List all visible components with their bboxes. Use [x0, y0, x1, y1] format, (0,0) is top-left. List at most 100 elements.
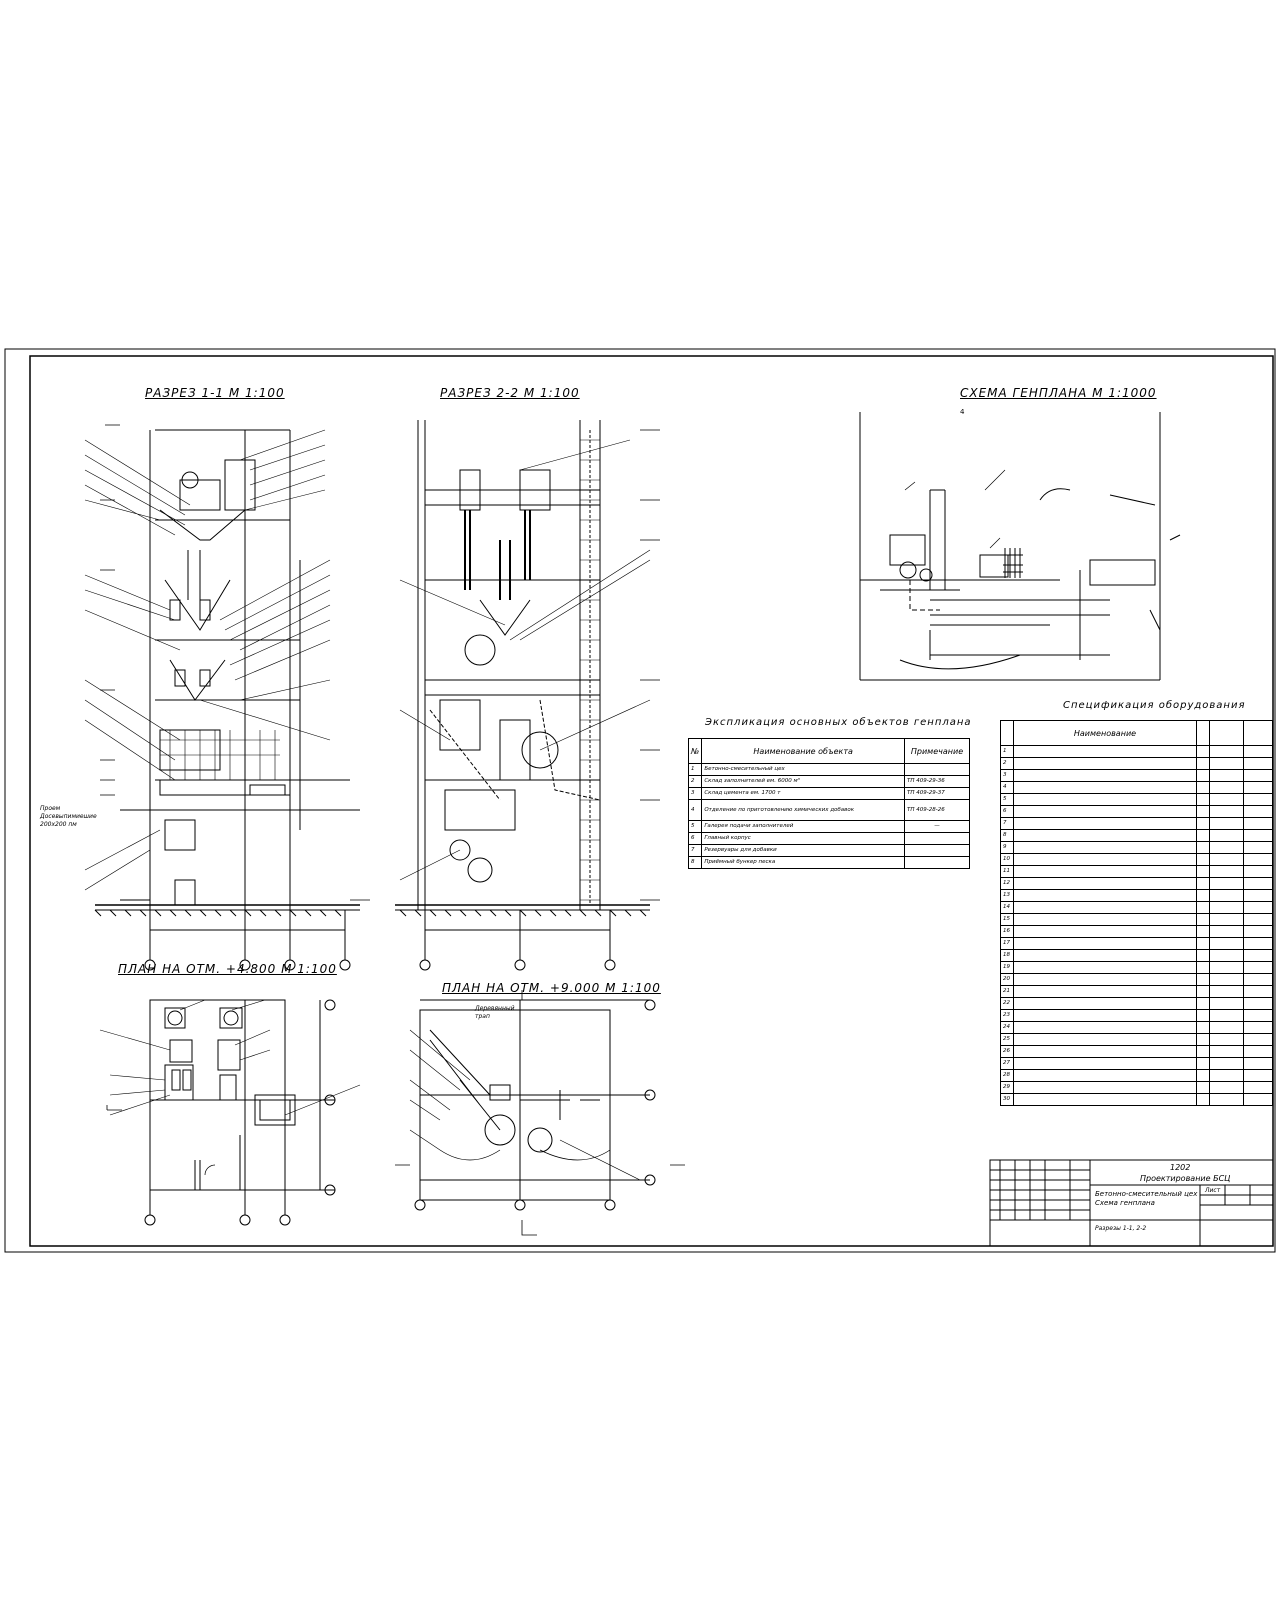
section-2-2-title: РАЗРЕЗ 2-2 М 1:100 [440, 386, 580, 400]
cell [1243, 1093, 1273, 1106]
cell: 3 [687, 787, 703, 800]
cell [1208, 793, 1245, 806]
cell [1243, 781, 1273, 794]
title-block-frame [989, 1159, 1274, 1247]
cell [1012, 901, 1198, 914]
cell: 7 [687, 844, 703, 857]
cell [1243, 925, 1273, 938]
table-row: 22 [1000, 997, 1273, 1010]
cell: 12 [1000, 877, 1014, 890]
table-row: 15 [1000, 913, 1273, 926]
cell [1012, 1069, 1198, 1082]
cell [1196, 973, 1210, 986]
cell [1208, 961, 1245, 974]
plan-9000-title: ПЛАН НА ОТМ. +9.000 М 1:100 [442, 981, 661, 995]
cell [1196, 985, 1210, 998]
cell [1208, 889, 1245, 902]
cell [1012, 889, 1198, 902]
cell [904, 856, 970, 869]
cell [1208, 985, 1245, 998]
cell: 29 [1000, 1081, 1014, 1094]
plan-9000-drawing [395, 990, 685, 1236]
cell: Склад заполнителей ем. 6000 м³ [701, 775, 906, 788]
cell [1196, 745, 1210, 758]
cell: 23 [1000, 1009, 1014, 1022]
site-plan-drawing [859, 412, 1181, 681]
specification-header: Наименование [1012, 720, 1198, 746]
cell [1243, 805, 1273, 818]
cell: 18 [1000, 949, 1014, 962]
cell [1196, 925, 1210, 938]
pit-note: Проем Досевыпимиешие 200х200 пм [40, 805, 97, 828]
cell [1196, 1069, 1210, 1082]
cell [1012, 769, 1198, 782]
explication-title: Экспликация основных объектов генплана [705, 717, 972, 728]
genplan-north-label: 4 [960, 408, 965, 416]
cell [1196, 757, 1210, 770]
cell [1243, 877, 1273, 890]
cell: 4 [687, 799, 703, 821]
cell [1208, 997, 1245, 1010]
cell [1196, 961, 1210, 974]
cell: 8 [687, 856, 703, 869]
cell: 6 [1000, 805, 1014, 818]
cell [1243, 1009, 1273, 1022]
cell: ТП 409-29-37 [904, 787, 970, 800]
cell [1243, 985, 1273, 998]
cell [1243, 913, 1273, 926]
cell [1196, 793, 1210, 806]
cell: Резервуары для добавки [701, 844, 906, 857]
cell [1208, 877, 1245, 890]
cell: 26 [1000, 1045, 1014, 1058]
cell [1196, 853, 1210, 866]
cell [1243, 949, 1273, 962]
cell [1243, 841, 1273, 854]
cell [1243, 757, 1273, 770]
cell [1012, 1009, 1198, 1022]
title-block-code: 1202 [1170, 1163, 1191, 1172]
cell: 2 [1000, 757, 1014, 770]
site-plan-title: СХЕМА ГЕНПЛАНА М 1:1000 [960, 386, 1157, 400]
cell [1208, 937, 1245, 950]
cell [1208, 865, 1245, 878]
cell [1208, 805, 1245, 818]
table-row: 7 [1000, 817, 1273, 830]
cell: 24 [1000, 1021, 1014, 1034]
cell [1208, 901, 1245, 914]
cell [1243, 817, 1273, 830]
cell [1012, 1057, 1198, 1070]
cell [1208, 1021, 1245, 1034]
cell [1012, 793, 1198, 806]
cell: 20 [1000, 973, 1014, 986]
cell [1196, 1057, 1210, 1070]
cell [1208, 1033, 1245, 1046]
cell [1012, 937, 1198, 950]
table-row: 10 [1000, 853, 1273, 866]
cell [1208, 841, 1245, 854]
cell [1243, 1033, 1273, 1046]
title-block-subtitle: Проектирование БСЦ [1140, 1174, 1231, 1183]
section-1-1-title: РАЗРЕЗ 1-1 М 1:100 [145, 386, 285, 400]
table-row: 26 [1000, 1045, 1273, 1058]
cell: 4 [1000, 781, 1014, 794]
cell [1012, 877, 1198, 890]
cell: — [904, 820, 970, 833]
table-row: 14 [1000, 901, 1273, 914]
table-row: 18 [1000, 949, 1273, 962]
cell [1012, 1081, 1198, 1094]
table-row: 28 [1000, 1069, 1273, 1082]
cell: 9 [1000, 841, 1014, 854]
table-row: 12 [1000, 877, 1273, 890]
cell [1196, 817, 1210, 830]
cell [1196, 841, 1210, 854]
table-row: 4 [1000, 781, 1273, 794]
table-row: 24 [1000, 1021, 1273, 1034]
cell [1243, 1021, 1273, 1034]
cell [1196, 1081, 1210, 1094]
